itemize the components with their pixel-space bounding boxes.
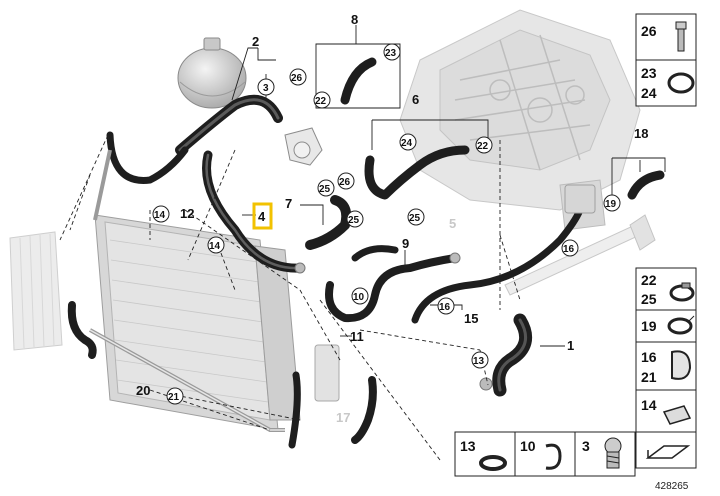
svg-text:23: 23: [641, 65, 657, 81]
circle-26-a: 26: [289, 68, 307, 86]
arrow-icon: [645, 445, 691, 459]
label-17: 17: [336, 410, 350, 425]
highlighted-label-4[interactable]: 4: [242, 202, 273, 230]
circle-24: 24: [399, 133, 417, 151]
legend-box-23-24: [635, 59, 697, 107]
circle-16-b: 16: [561, 239, 579, 257]
svg-text:26: 26: [339, 177, 351, 188]
svg-text:16: 16: [641, 349, 657, 365]
label-1: 1: [567, 338, 574, 353]
legend-box-10: [514, 431, 576, 477]
svg-text:16: 16: [563, 244, 575, 255]
expansion-tank: [177, 37, 247, 109]
label-5: 5: [449, 216, 456, 231]
bracket-icon: [662, 405, 692, 425]
legend-bottom: 13 10 3: [454, 431, 636, 477]
svg-text:13: 13: [460, 438, 476, 454]
svg-text:10: 10: [353, 292, 365, 303]
svg-text:24: 24: [641, 85, 657, 101]
spring-clamp-icon: [667, 315, 695, 335]
label-20: 20: [136, 383, 150, 398]
legend-box-arrow: [635, 431, 697, 469]
band-clamp-icon: [479, 455, 507, 471]
circle-26-b: 26: [337, 172, 355, 190]
legend-box-19: [635, 309, 697, 343]
hose-clamp-icon: [669, 282, 695, 302]
circle-21: 21: [166, 387, 184, 405]
circle-3: 3: [257, 78, 275, 96]
hoses: [67, 57, 665, 449]
label-7: 7: [285, 196, 292, 211]
circle-14-b: 14: [207, 236, 225, 254]
bolt-icon: [675, 21, 687, 52]
circle-25-a: 25: [317, 179, 335, 197]
o-ring-icon: [667, 72, 695, 94]
svg-text:25: 25: [641, 291, 657, 307]
label-11: 11: [350, 329, 364, 344]
circle-19: 19: [603, 194, 621, 212]
svg-text:23: 23: [385, 48, 397, 59]
part-labels: 1 2 5 6 7 8 9 11 12 15 17 18 20: [136, 12, 648, 425]
label-12: 12: [180, 206, 194, 221]
svg-text:14: 14: [209, 241, 221, 252]
svg-text:24: 24: [401, 138, 413, 149]
svg-text:21: 21: [168, 392, 180, 403]
label-8: 8: [351, 12, 358, 27]
legend-box-13: [454, 431, 516, 477]
label-6: 6: [412, 92, 419, 107]
circle-22-b: 22: [475, 136, 493, 154]
svg-text:3: 3: [263, 83, 269, 94]
svg-text:26: 26: [641, 23, 657, 39]
circle-10: 10: [351, 287, 369, 305]
svg-text:4: 4: [258, 209, 266, 224]
circle-25-b: 25: [346, 210, 364, 228]
image-id: 428265: [655, 481, 689, 492]
svg-text:26: 26: [291, 73, 303, 84]
svg-text:10: 10: [520, 438, 536, 454]
svg-text:14: 14: [154, 210, 166, 221]
svg-text:19: 19: [641, 318, 657, 334]
label-18: 18: [634, 126, 648, 141]
svg-text:22: 22: [315, 96, 327, 107]
legend-right: 26 23 24 22 25 19 16 21 14: [635, 13, 697, 469]
svg-text:3: 3: [582, 438, 590, 454]
svg-text:21: 21: [641, 369, 657, 385]
circle-25-c: 25: [407, 208, 425, 226]
engine-block: [399, 9, 656, 296]
plug-screw-icon: [604, 437, 622, 469]
svg-text:13: 13: [473, 356, 485, 367]
svg-text:22: 22: [641, 272, 657, 288]
svg-text:22: 22: [477, 141, 489, 152]
label-15: 15: [464, 311, 478, 326]
label-2: 2: [252, 34, 259, 49]
clip-icon: [671, 350, 692, 380]
label-9: 9: [402, 236, 409, 251]
circled-labels: 3 10 13 14 14 16 16 19 21 22 22 23 24 25…: [152, 43, 621, 405]
radiator: [94, 214, 301, 431]
svg-text:25: 25: [409, 213, 421, 224]
circle-22-a: 22: [313, 91, 331, 109]
circle-23: 23: [383, 43, 401, 61]
small-parts: [294, 184, 596, 402]
circle-13: 13: [471, 351, 489, 369]
svg-text:16: 16: [439, 302, 451, 313]
svg-text:25: 25: [348, 215, 360, 226]
svg-text:25: 25: [319, 184, 331, 195]
svg-text:14: 14: [641, 397, 657, 413]
legend-box-3: [574, 431, 636, 477]
svg-text:19: 19: [605, 199, 617, 210]
condenser: [9, 231, 63, 351]
circle-14-a: 14: [152, 205, 170, 223]
thermostat-housing: [284, 127, 323, 166]
retaining-clip-icon: [545, 443, 562, 470]
circle-16-a: 16: [437, 297, 455, 315]
